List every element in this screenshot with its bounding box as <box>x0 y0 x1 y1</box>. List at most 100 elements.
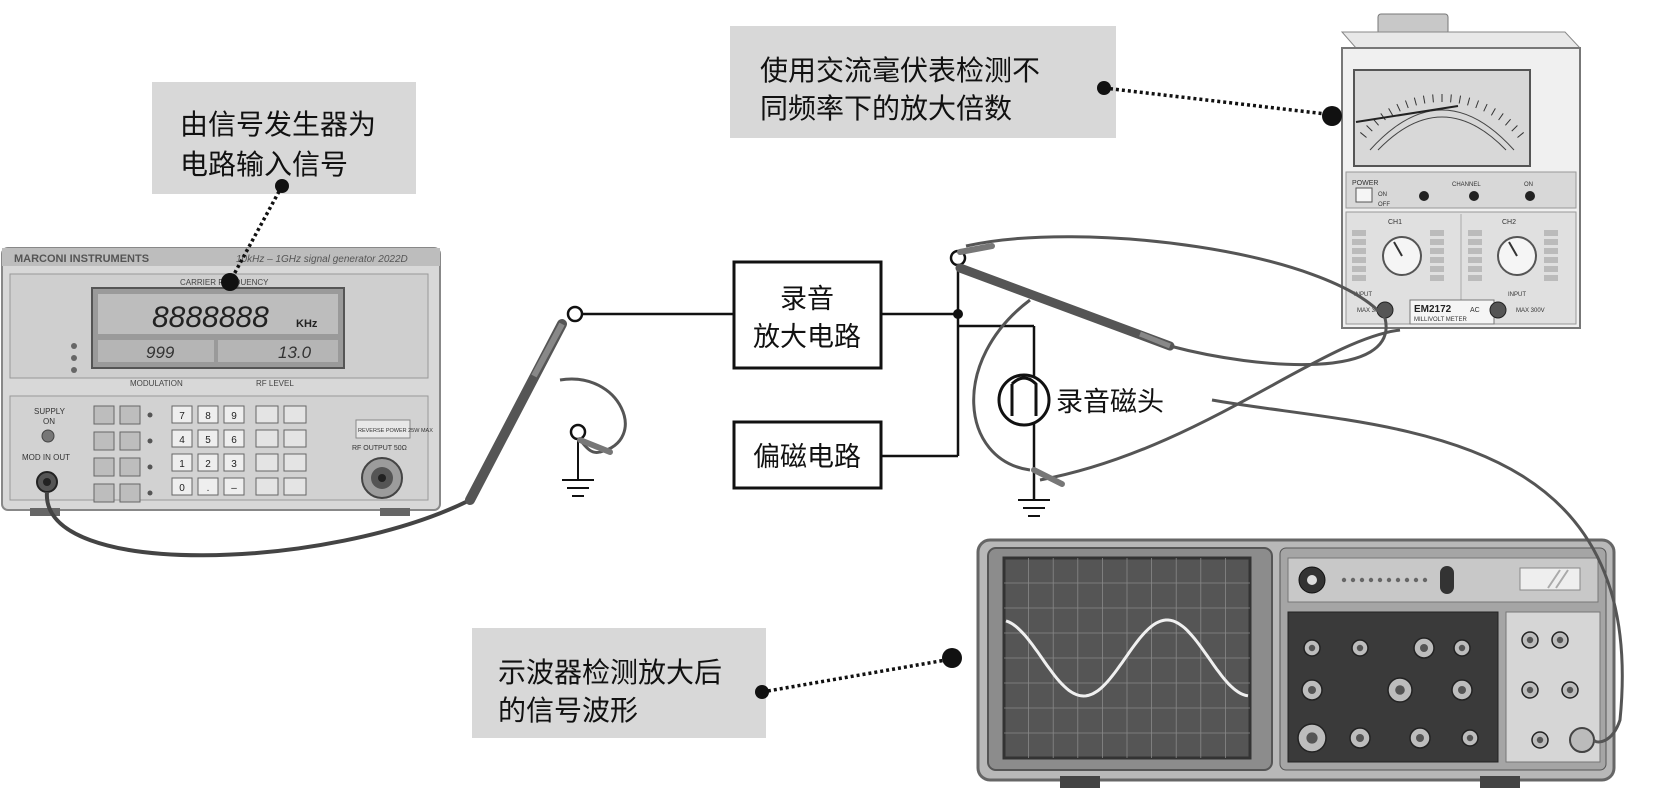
scale-tick <box>1505 118 1511 126</box>
pointer-hand-icon <box>221 273 239 291</box>
numeric-key[interactable] <box>171 477 193 496</box>
scope-knob-center <box>1536 736 1544 744</box>
scope-knob-center <box>1458 644 1466 652</box>
function-key[interactable] <box>93 405 115 425</box>
mod-connector-pin <box>43 478 51 486</box>
numeric-key[interactable] <box>223 429 245 448</box>
ch2-range-knob[interactable] <box>1497 236 1537 276</box>
numeric-key[interactable] <box>223 405 245 424</box>
range-tab <box>1468 239 1482 245</box>
rf-level-label: RF LEVEL <box>256 379 294 388</box>
numeric-key[interactable] <box>197 453 219 472</box>
scope-foot <box>1480 776 1520 788</box>
control-key[interactable] <box>283 405 307 424</box>
scope-knobs <box>1297 631 1579 753</box>
on-indicator <box>1525 191 1535 201</box>
function-key[interactable] <box>93 457 115 477</box>
mod-in-out-label: MOD IN OUT <box>22 453 70 462</box>
indicator-dot <box>1341 577 1347 583</box>
channel-button-1[interactable] <box>1419 191 1429 201</box>
channel-button-2[interactable] <box>1469 191 1479 201</box>
control-key[interactable] <box>255 453 279 472</box>
callout-box <box>730 26 1116 138</box>
ch1-range-knob[interactable] <box>1382 236 1422 276</box>
numeric-key-label: 8 <box>205 411 211 422</box>
ch1-label: CH1 <box>1388 219 1402 226</box>
callout-line-2: 的信号波形 <box>498 694 638 727</box>
range-tab <box>1430 275 1444 281</box>
numeric-key[interactable] <box>197 477 219 496</box>
range-tab <box>1468 257 1482 263</box>
scope-knob-center <box>1420 644 1428 652</box>
key-led <box>147 438 153 444</box>
indicator-led <box>71 343 77 349</box>
numeric-key[interactable] <box>171 429 193 448</box>
function-key[interactable] <box>119 483 141 503</box>
numeric-key-label: – <box>231 483 237 494</box>
range-tab <box>1352 275 1366 281</box>
numeric-key[interactable] <box>197 429 219 448</box>
numeric-key-label: . <box>207 483 210 494</box>
channel-label: CHANNEL <box>1452 182 1481 188</box>
power-switch[interactable] <box>1355 187 1373 203</box>
callout-line-1: 由信号发生器为 <box>180 108 376 141</box>
generator-foot <box>30 508 60 516</box>
numeric-key-label: 7 <box>179 411 185 422</box>
function-key[interactable] <box>119 431 141 451</box>
scale-tick <box>1432 94 1434 103</box>
bias-box <box>732 420 883 490</box>
range-tab <box>1352 257 1366 263</box>
supply-label: SUPPLY <box>34 407 66 416</box>
range-tab <box>1430 230 1444 236</box>
control-key[interactable] <box>255 405 279 424</box>
indicator-dot <box>1422 577 1428 583</box>
oscilloscope <box>976 538 1616 788</box>
numeric-key[interactable] <box>223 453 245 472</box>
frequency-unit: KHz <box>296 318 318 330</box>
range-tab <box>1352 266 1366 272</box>
function-key[interactable] <box>119 405 141 425</box>
control-key[interactable] <box>283 429 307 448</box>
ch2-input-connector[interactable] <box>1489 301 1507 319</box>
scale-tick <box>1511 125 1518 132</box>
modulation-label: MODULATION <box>130 379 183 388</box>
numeric-key[interactable] <box>197 405 219 424</box>
scope-knob-center <box>1526 636 1534 644</box>
key-led <box>147 490 153 496</box>
control-key[interactable] <box>255 429 279 448</box>
control-key[interactable] <box>283 453 307 472</box>
rf-level-display: 13.0 <box>278 343 312 362</box>
scope-slider[interactable] <box>1440 566 1454 594</box>
scale-tick <box>1360 132 1367 138</box>
indicator-dot <box>1386 577 1392 583</box>
callout-oscilloscope: 示波器检测放大后 的信号波形 <box>472 628 962 738</box>
range-tab <box>1352 230 1366 236</box>
function-key[interactable] <box>119 457 141 477</box>
head-clip <box>1031 467 1065 487</box>
numeric-key-label: 6 <box>231 435 237 446</box>
indicator-dot <box>1359 577 1365 583</box>
numeric-key[interactable] <box>171 405 193 424</box>
modulation-display: 999 <box>146 343 175 362</box>
scale-tick <box>1404 100 1409 109</box>
scope-knob-center <box>1566 686 1574 694</box>
scope-foot <box>1060 776 1100 788</box>
function-key[interactable] <box>93 431 115 451</box>
numeric-key[interactable] <box>171 453 193 472</box>
key-led <box>147 412 153 418</box>
numeric-key-label: 9 <box>231 411 237 422</box>
supply-switch[interactable] <box>41 429 55 443</box>
numeric-key[interactable] <box>223 477 245 496</box>
control-key[interactable] <box>283 477 307 496</box>
callout-box <box>472 628 766 738</box>
numeric-key-label: 0 <box>179 483 185 494</box>
scale-tick <box>1413 97 1417 106</box>
numeric-key-label: 3 <box>231 459 237 470</box>
scale-tick <box>1422 95 1426 104</box>
numeric-key-label: 4 <box>179 435 185 446</box>
control-key[interactable] <box>255 477 279 496</box>
function-key[interactable] <box>93 483 115 503</box>
scope-input-connector[interactable] <box>1569 727 1595 753</box>
